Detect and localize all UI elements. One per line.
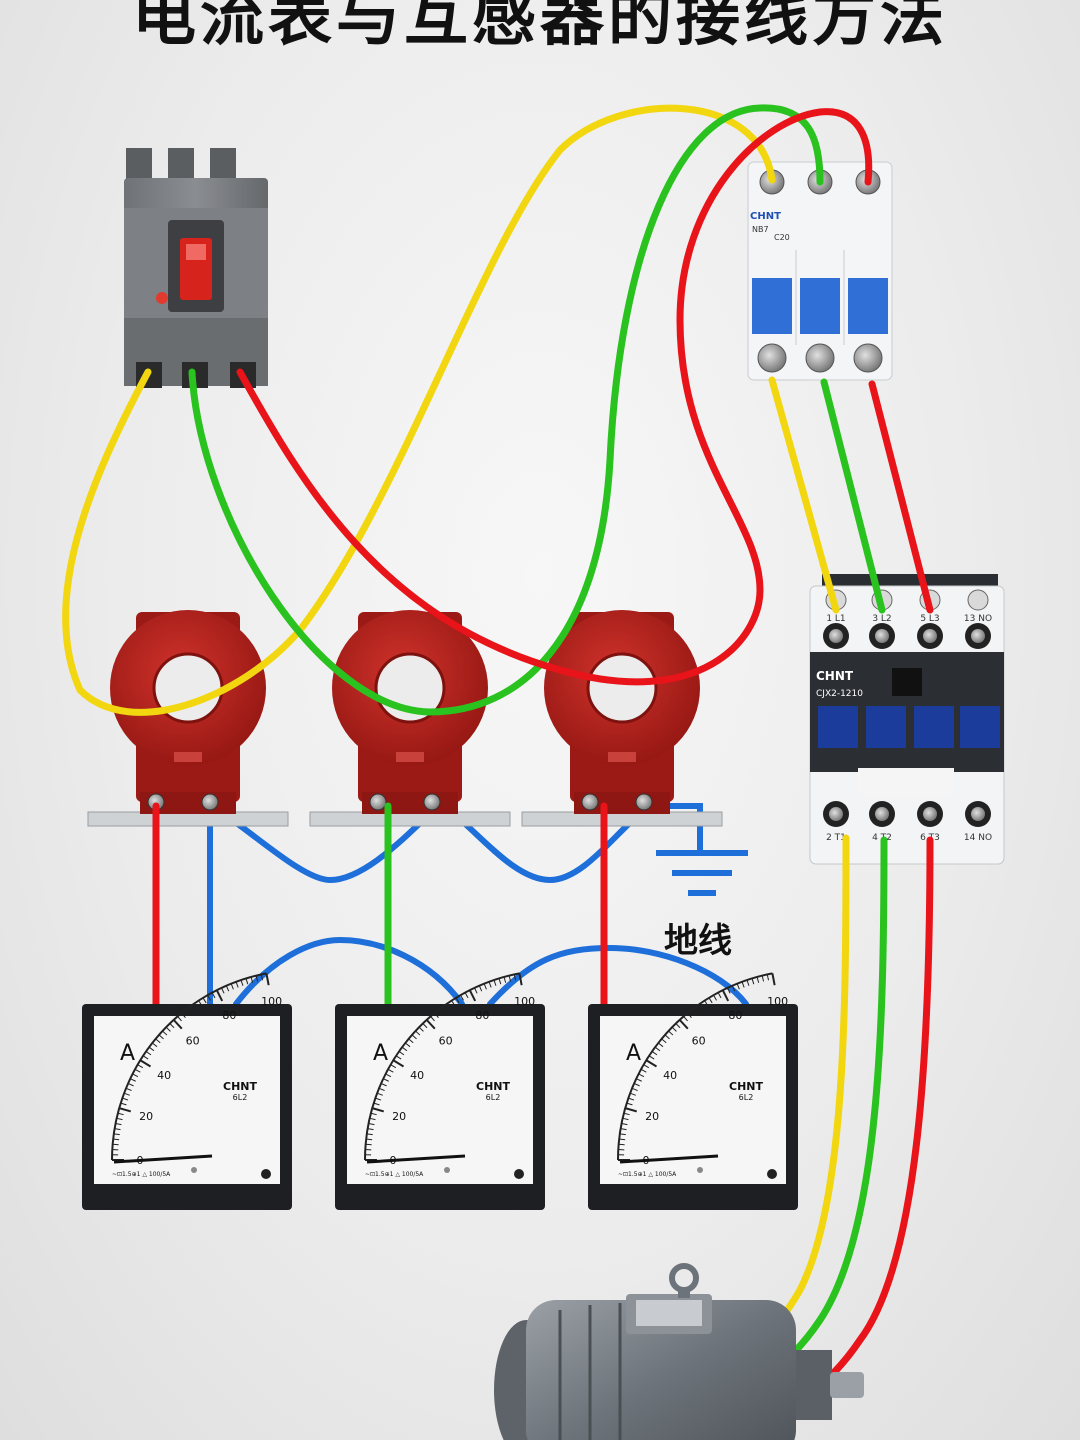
ammeter-brand: CHNT: [476, 1080, 510, 1093]
ammeter-zero-adjust[interactable]: [767, 1169, 777, 1179]
ammeter-brand: CHNT: [729, 1080, 763, 1093]
ammeter-zero-adjust[interactable]: [514, 1169, 524, 1179]
ammeter-scale-label: 60: [186, 1035, 200, 1048]
indicator-light: [156, 292, 168, 304]
mcb-model: NB7: [752, 225, 769, 234]
mcb-breaker: CHNT NB7 C20: [747, 161, 893, 381]
wire-blue-meter-link-1: [233, 936, 465, 1007]
contactor-top-terminal-label: 5 L3: [920, 614, 939, 624]
ammeter-scale-label: 20: [139, 1110, 153, 1123]
wire-green-mccb-mcb: [188, 104, 824, 716]
ground-symbol: [656, 850, 748, 896]
contactor-brand: CHNT: [816, 669, 854, 683]
ammeter-needle: [113, 1154, 213, 1164]
ammeter-scale-label: 60: [439, 1035, 453, 1048]
wire-blue-ct-common-a: [207, 802, 443, 884]
wire-yellow-mcb-contactor: [768, 376, 840, 614]
ammeter-3: 020406080100ACHNT6L2~⊡1.5⊕1 △ 100/5A: [588, 972, 798, 1210]
contactor: CHNT CJX2-1210 1 L1 3 L2 5 L3 13 NO 2 T1 4 T…: [809, 574, 1005, 865]
ammeter-model: 6L2: [739, 1093, 754, 1102]
current-transformer-1: [87, 610, 289, 827]
ammeter-unit: A: [626, 1041, 641, 1066]
contactor-top-terminal-label: 13 NO: [964, 614, 992, 624]
ammeter-scale-label: 40: [410, 1069, 424, 1082]
contactor-bottom-terminal-label: 2 T1: [826, 833, 846, 843]
current-transformers: [87, 610, 723, 827]
contactor-bottom-terminal-label: 14 NO: [964, 833, 992, 843]
ammeter-model: 6L2: [486, 1093, 501, 1102]
ammeter-scale-label: 80: [475, 1009, 489, 1022]
contactor-top-terminal: 5 L3: [917, 589, 943, 649]
ammeter-1: 020406080100ACHNT6L2~⊡1.5⊕1 △ 100/5A: [82, 972, 292, 1210]
mccb-breaker: [124, 148, 268, 388]
contactor-top-terminal-label: 1 L1: [826, 614, 845, 624]
ammeter-scale-label: 60: [692, 1035, 706, 1048]
wire-blue-meter-link-2: [487, 944, 749, 1007]
mcb-handle-3[interactable]: [848, 278, 888, 334]
ammeter-footer: ~⊡1.5⊕1 △ 100/5A: [365, 1171, 424, 1178]
mcb-handle-1[interactable]: [752, 278, 792, 334]
ammeter-scale-label: 40: [157, 1069, 171, 1082]
ammeter-needle: [619, 1154, 719, 1164]
contactor-top-terminals: 1 L1 3 L2 5 L3 13 NO: [823, 589, 992, 649]
ammeter-zero-adjust[interactable]: [261, 1169, 271, 1179]
ammeter-needle: [366, 1154, 466, 1164]
ammeter-scale-label: 20: [645, 1110, 659, 1123]
wire-yellow-mccb-mcb: [62, 104, 776, 716]
ammeter-scale-label: 80: [222, 1009, 236, 1022]
contactor-bottom-terminal: 4 T2: [869, 801, 895, 843]
ammeter-footer: ~⊡1.5⊕1 △ 100/5A: [112, 1171, 171, 1178]
ammeter-model: 6L2: [233, 1093, 248, 1102]
ammeter-brand: CHNT: [223, 1080, 257, 1093]
page-title: 电流表与互感器的接线方法: [132, 0, 948, 55]
ground-label: 地线: [664, 921, 732, 961]
contactor-top-terminal: 13 NO: [964, 589, 992, 649]
ammeter-scale-label: 20: [392, 1110, 406, 1123]
blue-wires: [207, 802, 749, 1008]
motor-shaft: [830, 1372, 864, 1398]
contactor-bottom-terminal: 14 NO: [964, 801, 992, 843]
mcb-handle-2[interactable]: [800, 278, 840, 334]
ammeter-unit: A: [373, 1041, 388, 1066]
ammeter-scale-label: 40: [663, 1069, 677, 1082]
ammeter-2: 020406080100ACHNT6L2~⊡1.5⊕1 △ 100/5A: [335, 972, 545, 1210]
wire-red-mcb-contactor: [868, 380, 934, 614]
ammeter-scale-label: 100: [514, 995, 535, 1008]
ammeter-unit: A: [120, 1041, 135, 1066]
mcb-rating: C20: [774, 233, 790, 242]
motor: [494, 1263, 864, 1440]
ammeter-footer: ~⊡1.5⊕1 △ 100/5A: [618, 1171, 677, 1178]
contactor-top-terminal-label: 3 L2: [872, 614, 891, 624]
contactor-bottom-terminal: 2 T1: [823, 801, 849, 843]
ammeter-scale-label: 80: [728, 1009, 742, 1022]
ammeters: 020406080100ACHNT6L2~⊡1.5⊕1 △ 100/5A0204…: [82, 972, 798, 1210]
current-transformer-3: [521, 610, 723, 827]
ammeter-scale-label: 100: [261, 995, 282, 1008]
wire-green-mcb-contactor: [820, 378, 886, 614]
mcb-brand: CHNT: [750, 211, 781, 222]
contactor-model: CJX2-1210: [816, 689, 863, 699]
wire-red-mccb-mcb: [236, 108, 873, 686]
ammeter-scale-label: 100: [767, 995, 788, 1008]
